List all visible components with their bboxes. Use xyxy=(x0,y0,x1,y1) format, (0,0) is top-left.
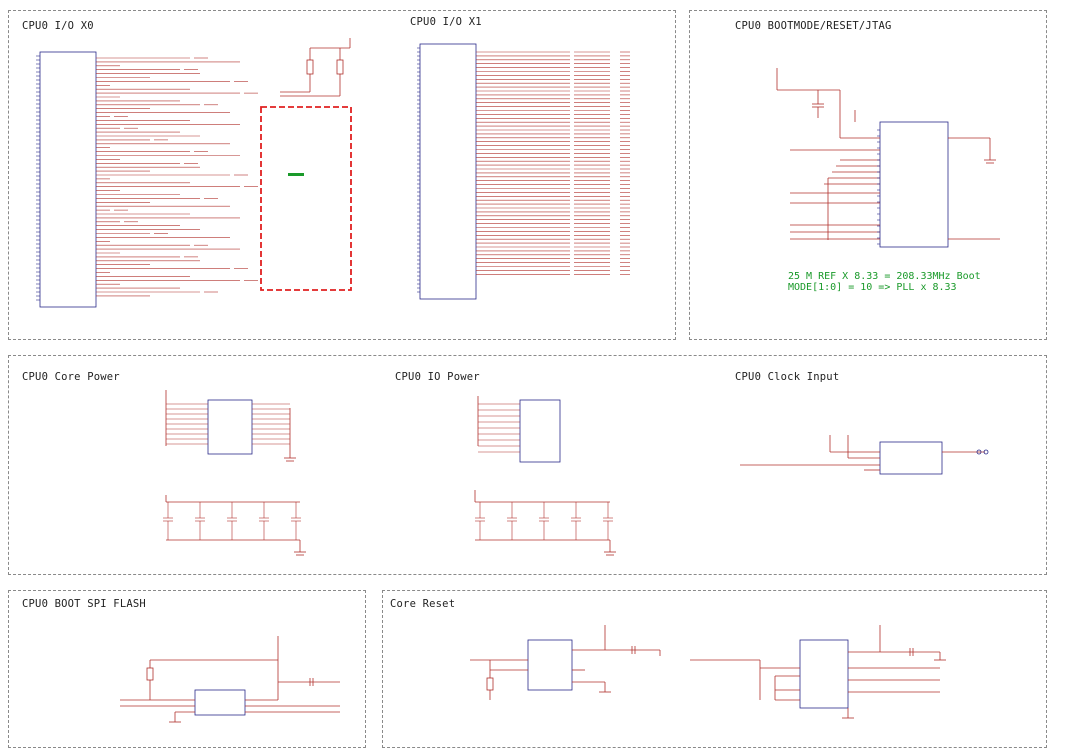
title-clock-input: CPU0 Clock Input xyxy=(735,371,840,383)
highlight-box xyxy=(260,106,352,291)
pll-note-line2: MODE[1:0] = 10 => PLL x 8.33 xyxy=(788,282,957,293)
panel-cpu0-boot-spi-flash xyxy=(8,590,366,748)
panel-cpu0-bootmode xyxy=(689,10,1047,340)
pll-note-line1: 25 M REF X 8.33 = 208.33MHz Boot xyxy=(788,271,981,282)
title-core-reset: Core Reset xyxy=(390,598,456,610)
green-marker xyxy=(288,173,304,176)
panel-cpu0-io-x0 xyxy=(8,10,676,340)
title-boot-spi-flash: CPU0 BOOT SPI FLASH xyxy=(22,598,146,610)
ic-u-io-x1 xyxy=(419,43,477,300)
ic-u-io-power xyxy=(519,399,561,463)
ic-u-io-x0 xyxy=(39,51,97,308)
ic-u-core-power xyxy=(207,399,253,455)
title-io-x1: CPU0 I/O X1 xyxy=(410,16,482,28)
ic-u-bootmode xyxy=(879,121,949,248)
ic-u-reset-gate xyxy=(527,639,573,691)
ic-u-clock xyxy=(879,441,943,475)
panel-cpu0-power-clock xyxy=(8,355,1047,575)
title-io-x0: CPU0 I/O X0 xyxy=(22,20,94,32)
title-core-power: CPU0 Core Power xyxy=(22,371,120,383)
title-io-power: CPU0 IO Power xyxy=(395,371,480,383)
ic-u-spi-flash xyxy=(194,689,246,716)
ic-u-reset-buffer xyxy=(799,639,849,709)
panel-core-reset xyxy=(382,590,1047,748)
title-bootmode: CPU0 BOOTMODE/RESET/JTAG xyxy=(735,20,892,32)
